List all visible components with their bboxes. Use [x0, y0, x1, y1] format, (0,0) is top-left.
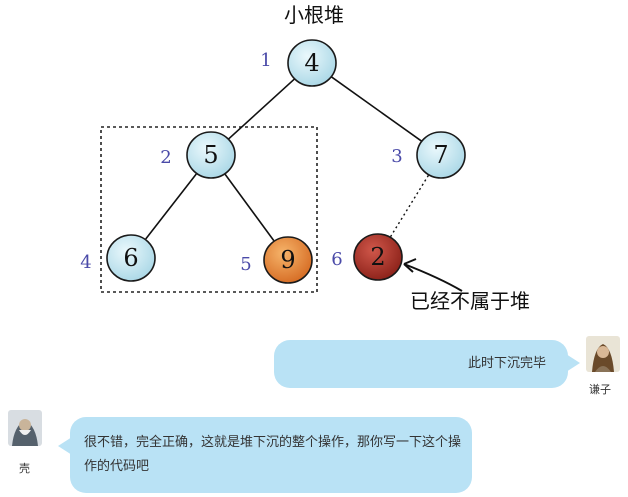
- heap-node-circle: [186, 131, 236, 179]
- chat-message-left: 很不错，完全正确，这就是堆下沉的整个操作，那你写一下这个操作的代码吧: [84, 435, 462, 474]
- removed-arrow: [403, 263, 463, 292]
- heap-node-index: 1: [260, 50, 271, 71]
- heap-node-value: 5: [203, 141, 218, 169]
- heap-node-n1: 41: [260, 39, 337, 87]
- user-avatar-left: [8, 410, 42, 446]
- heap-node-n4: 64: [80, 234, 156, 282]
- heap-node-index: 2: [160, 147, 171, 168]
- heap-node-circle: [106, 234, 156, 282]
- heap-node-n5: 95: [240, 236, 313, 284]
- tree-edge-n1-n3: [331, 76, 422, 142]
- chat-bubble-left: 很不错，完全正确，这就是堆下沉的整个操作，那你写一下这个操作的代码吧: [58, 417, 472, 493]
- subtree-highlight-box: [100, 126, 318, 293]
- chat-message-right: 此时下沉完毕: [467, 356, 546, 371]
- heap-node-index: 6: [331, 249, 342, 270]
- heap-node-circle: [287, 39, 337, 87]
- heap-node-value: 4: [304, 49, 319, 77]
- heap-node-index: 3: [391, 146, 402, 167]
- tree-edge-n2-n5: [224, 173, 275, 242]
- heap-node-n3: 73: [391, 131, 466, 179]
- tree-edge-n2-n4: [145, 173, 197, 240]
- heap-node-circle: [263, 236, 313, 284]
- heap-node-n6: 26: [331, 233, 403, 281]
- user-name-right: 谦子: [589, 383, 611, 396]
- user-name-left: 壳: [19, 462, 30, 475]
- diagram-title: 小根堆: [284, 3, 344, 27]
- tree-edge-n3-n6: [390, 175, 429, 237]
- heap-node-value: 2: [370, 243, 385, 271]
- heap-node-circle: [353, 233, 403, 281]
- heap-node-n2: 52: [160, 131, 236, 179]
- user-avatar-right: [586, 336, 620, 372]
- chat-bubble-right: 此时下沉完毕: [274, 340, 580, 388]
- heap-node-value: 6: [123, 244, 138, 272]
- heap-node-circle: [416, 131, 466, 179]
- heap-node-value: 9: [280, 246, 295, 274]
- heap-node-index: 4: [80, 252, 91, 273]
- heap-node-value: 7: [433, 141, 448, 169]
- tree-edge-n1-n2: [228, 78, 295, 140]
- removed-arrow-head: [403, 258, 417, 273]
- removed-note: 已经不属于堆: [410, 289, 530, 313]
- heap-node-index: 5: [240, 254, 251, 275]
